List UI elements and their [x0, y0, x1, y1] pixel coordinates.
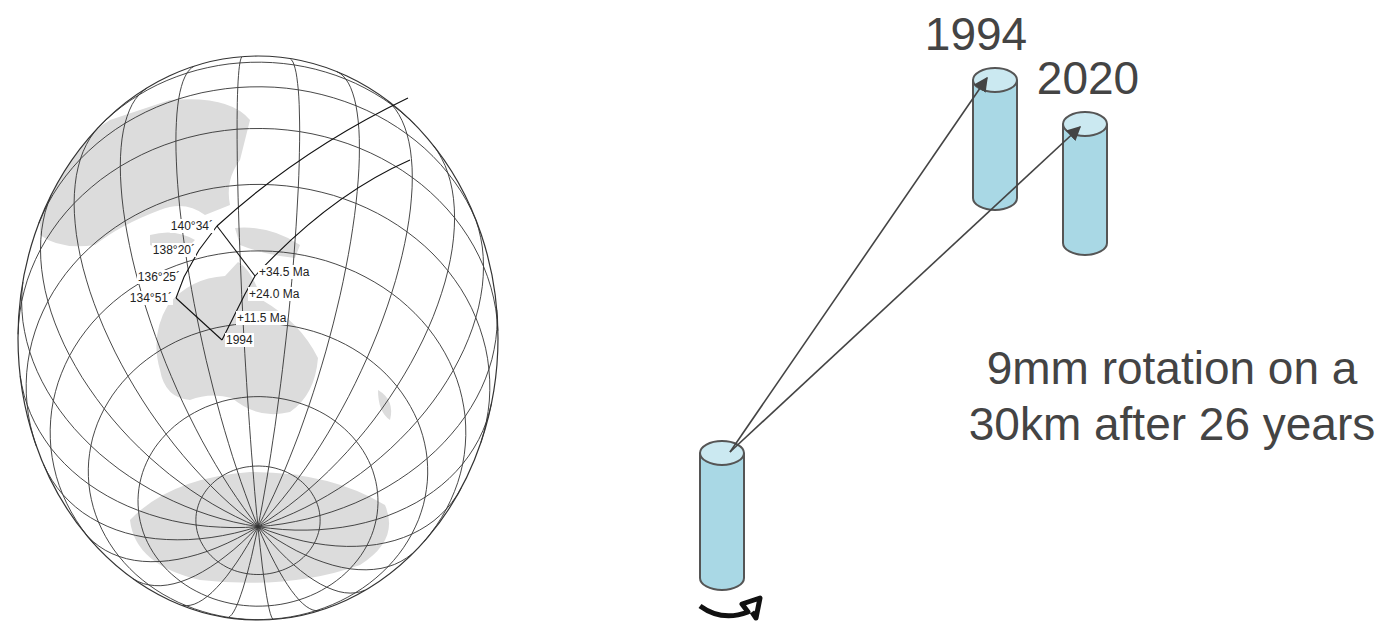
graticule-line — [44, 465, 259, 540]
graticule-line — [18, 129, 498, 335]
graticule-line — [41, 196, 259, 527]
graticule-line — [22, 282, 258, 527]
graticule-line — [258, 527, 365, 593]
graticule-line — [258, 310, 497, 527]
coordinate-label: 140°34´ — [170, 219, 214, 233]
graticule-line — [258, 488, 461, 546]
coordinate-label: 138°20´ — [152, 243, 196, 257]
graticule-line — [258, 145, 455, 527]
graticule-line — [258, 527, 412, 570]
year-label: 1994 — [925, 6, 1027, 62]
graticule-line — [20, 376, 258, 528]
year-label: 2020 — [1037, 50, 1139, 106]
graticule-line — [88, 323, 427, 619]
graticule-line — [39, 87, 476, 224]
graticule-line — [227, 527, 258, 618]
age-label: +24.0 Ma — [248, 287, 300, 301]
graticule-line — [258, 404, 491, 531]
graticule-line — [88, 527, 258, 562]
graticule-line — [50, 251, 466, 544]
note-text: 9mm rotation on a 30km after 26 years — [957, 340, 1387, 452]
age-label: +34.5 Ma — [258, 265, 310, 279]
graticule-line — [176, 66, 258, 527]
graticule-line — [74, 127, 258, 527]
coordinate-label: 134°51´ — [129, 291, 173, 305]
graticule-line — [26, 184, 490, 446]
coordinate-label: 136°25´ — [137, 270, 181, 284]
year-label: 1994 — [225, 333, 254, 347]
age-label: +11.5 Ma — [236, 311, 287, 325]
graticule-line — [258, 220, 484, 527]
graticule-line — [133, 527, 258, 586]
graticule-line — [183, 527, 258, 606]
graticule-line — [99, 62, 415, 127]
graticule-line — [258, 527, 274, 620]
